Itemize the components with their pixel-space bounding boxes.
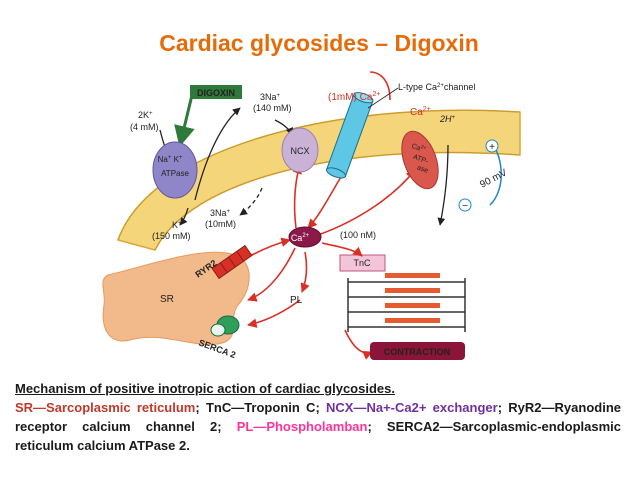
ca-to-tnc-arrow	[321, 242, 363, 257]
ryr2-channel	[211, 244, 253, 280]
k-out-conc: (4 mM)	[130, 122, 159, 132]
ca-center-label: Ca	[291, 233, 303, 243]
pump-na-label: Na	[158, 155, 169, 164]
caption-heading: Mechanism of positive inotropic action o…	[15, 381, 395, 396]
calcium-flow-arrows	[234, 71, 416, 360]
atpase-ca-label: Ca	[410, 143, 421, 153]
membrane-outer-edge	[117, 109, 521, 241]
k-in-conc: (150 mM)	[152, 231, 191, 241]
ncx-label: NCX	[290, 146, 309, 156]
caption-separator: ;	[315, 400, 327, 415]
h-out-arrow	[437, 144, 449, 226]
ltype-channel-label: channel	[444, 82, 476, 92]
svg-text:2H+: 2H+	[439, 114, 456, 124]
ca-to-sr-arrow	[247, 247, 296, 302]
ncx-exchanger	[281, 127, 319, 173]
pl-label: PL	[290, 295, 303, 306]
caption-tnc-definition: TnC—Troponin C	[205, 400, 316, 415]
digoxin-label: DIGOXIN	[197, 88, 235, 98]
svg-text:(1mM) Ca2+: (1mM) Ca2+	[328, 91, 380, 103]
caption-ncx-definition: NCX—Na+-Ca2+ exchanger	[326, 400, 498, 415]
caption-pl-definition: PL—Phospholamban	[236, 419, 368, 434]
membrane-inner-edge	[154, 151, 521, 251]
svg-text:Ca2+: Ca2+	[410, 141, 427, 154]
caption-ryr-definition: RyR2—Ryanodine receptor calcium channel …	[15, 400, 621, 434]
na-out-conc: (140 mM)	[253, 103, 292, 113]
na-in-dashed-arrow	[239, 187, 263, 216]
contraction-box	[370, 342, 465, 360]
h-ion-label: 2H	[439, 114, 452, 124]
ca-right-label: Ca	[410, 107, 423, 118]
ca-out-conc: (1mM)	[328, 92, 357, 103]
ca-out-ion: Ca	[360, 92, 373, 103]
svg-text:Na+ K+: Na+ K+	[158, 155, 183, 164]
tnc-label: TnC	[353, 258, 371, 268]
ca-to-pl-arrow	[300, 251, 310, 293]
na-in-label: 3Na	[210, 208, 227, 218]
caption-separator: ;	[217, 419, 237, 434]
ca-in-arrow	[369, 71, 391, 101]
sarcoplasmic-reticulum	[102, 251, 250, 346]
svg-text:Ca2+: Ca2+	[410, 106, 431, 118]
caption-sr-definition: SR—Sarcoplasmic reticulum	[15, 400, 196, 415]
digoxin-box	[190, 85, 242, 99]
pump-k-label: K	[174, 155, 180, 164]
k-out-label: 2K	[138, 110, 149, 120]
svg-text:Ca2+: Ca2+	[291, 233, 310, 243]
k-in-label: K	[172, 220, 178, 230]
page-title: Cardiac glycosides – Digoxin	[159, 30, 479, 56]
svg-text:3Na+: 3Na+	[260, 92, 281, 102]
plus-sign: +	[489, 142, 495, 153]
ca-to-ncx-arrow	[292, 164, 302, 229]
caption-separator: ;	[195, 400, 206, 415]
l-type-ca-channel	[325, 92, 374, 179]
svg-text:3Na+: 3Na+	[210, 208, 231, 218]
serca2-pump	[210, 315, 240, 337]
ltype-to-ca-arrow	[307, 169, 346, 229]
sr-label: SR	[160, 294, 174, 305]
pl-to-serca-arrow	[247, 299, 301, 328]
atpase-ase-label: ase	[416, 164, 429, 174]
digoxin-arrow	[174, 94, 195, 148]
ca-ion-center	[288, 226, 322, 248]
pump-atpase-label: ATPase	[161, 169, 189, 178]
minus-sign-circle	[458, 198, 472, 212]
ltype-label: L-type Ca	[398, 82, 437, 92]
contraction-label: CONTRACTION	[384, 347, 451, 357]
figure-caption: Mechanism of positive inotropic action o…	[15, 379, 621, 455]
svg-text:L-type Ca2+channel: L-type Ca2+channel	[398, 82, 475, 92]
caption-serca-definition: SERCA2—Sarcoplasmic-endoplasmic reticulu…	[15, 419, 621, 453]
na-out-label: 3Na	[260, 92, 277, 102]
na-out-arrow	[194, 107, 241, 201]
ca-in-conc: (100 nM)	[340, 230, 376, 240]
plus-sign-circle	[485, 139, 499, 153]
caption-end: .	[186, 438, 190, 453]
caption-separator: ;	[367, 419, 387, 434]
myofilaments	[339, 254, 466, 332]
na-in-conc: (10mM)	[205, 219, 236, 229]
ca-to-atpase-arrow	[317, 169, 416, 236]
ca-atpase	[401, 130, 439, 190]
digoxin-mechanism-diagram: DIGOXIN Na+ K+ ATPase NCX Ca2+ ATP- ase …	[102, 71, 521, 360]
svg-text:K+: K+	[172, 220, 182, 230]
caption-separator: ;	[497, 400, 509, 415]
na-k-atpase-pump	[152, 141, 198, 199]
minus-sign: −	[462, 201, 468, 212]
voltage-label: 90 mV	[478, 167, 509, 190]
svg-text:2K+: 2K+	[138, 110, 153, 120]
k-in-down-arrow	[179, 207, 189, 226]
ltype-leader-line	[367, 87, 399, 109]
tnc-contraction-arrow	[344, 329, 373, 360]
